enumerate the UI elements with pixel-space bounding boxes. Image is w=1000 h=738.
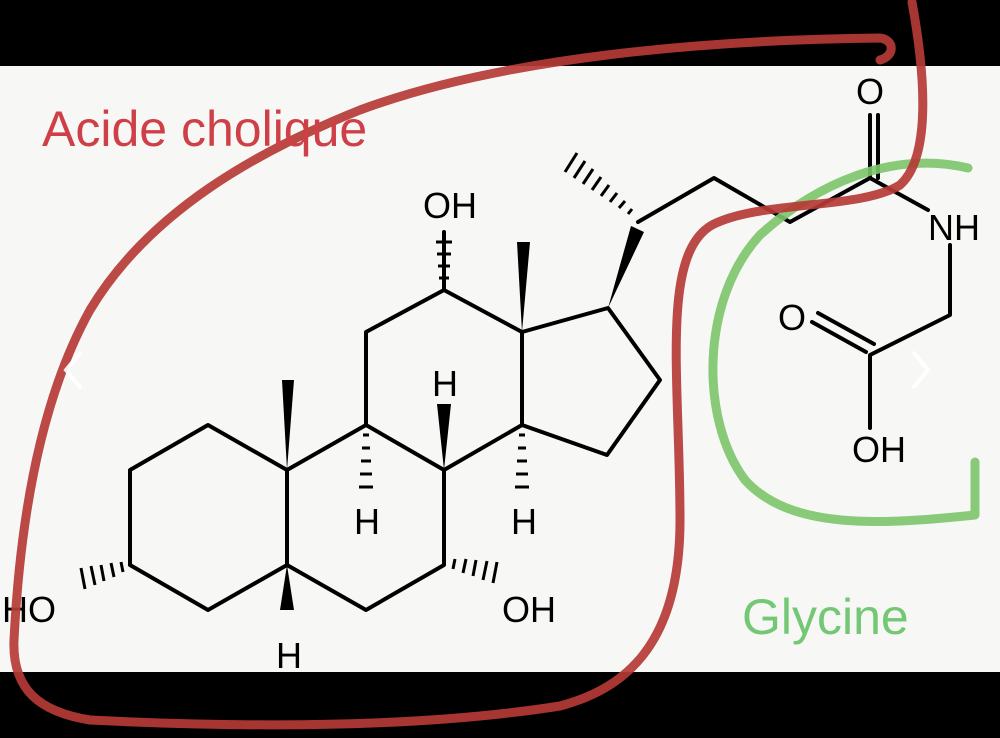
atom-nh: NH — [928, 207, 980, 248]
top-letterbox — [0, 0, 1000, 66]
h14-hash — [515, 433, 529, 489]
atom-o-amide: O — [856, 71, 884, 112]
methyl-wedge-18 — [517, 242, 530, 332]
atom-oh-12: OH — [423, 185, 477, 226]
acid-carbonyl-a — [810, 320, 868, 354]
h5-wedge — [280, 565, 294, 610]
atom-labels: HO OH OH H H H H O NH O OH — [2, 71, 980, 676]
methyl-wedge-19 — [282, 380, 294, 470]
glycine-label: Glycine — [742, 589, 909, 645]
oh7-hash — [451, 558, 499, 584]
cholic-acid-highlight-stroke — [9, 0, 928, 730]
atom-ho-3: HO — [2, 589, 56, 630]
diagram-canvas — [0, 66, 1000, 672]
atom-oh-acid: OH — [852, 429, 906, 470]
next-image-button[interactable] — [906, 345, 936, 395]
wedge-bonds — [280, 226, 644, 610]
ring-d — [520, 306, 662, 457]
h8-wedge — [437, 404, 451, 470]
atom-o-acid: O — [778, 297, 806, 338]
previous-image-button[interactable] — [58, 345, 88, 395]
atom-h-8: H — [432, 363, 458, 404]
ring-a — [128, 423, 289, 612]
h9-hash — [359, 433, 373, 489]
ring-c — [364, 288, 524, 472]
acid-carbonyl-b — [816, 311, 876, 346]
oh3-hash — [79, 561, 125, 590]
methyl-21-hash — [563, 152, 634, 215]
ring-b — [285, 423, 446, 612]
glycine-chain — [868, 243, 952, 430]
chevron-right-icon — [912, 351, 931, 389]
atom-h-5: H — [276, 635, 302, 676]
atom-h-14: H — [511, 501, 537, 542]
atom-oh-7: OH — [502, 589, 556, 630]
hashed-bonds — [79, 152, 634, 590]
oh12-hash — [436, 240, 452, 280]
side-chain-wedge — [608, 226, 644, 308]
atom-h-9: H — [354, 501, 380, 542]
glycine-highlight-stroke — [708, 158, 980, 527]
chevron-left-icon — [63, 351, 82, 389]
cholic-acid-label: Acide cholique — [42, 101, 368, 157]
